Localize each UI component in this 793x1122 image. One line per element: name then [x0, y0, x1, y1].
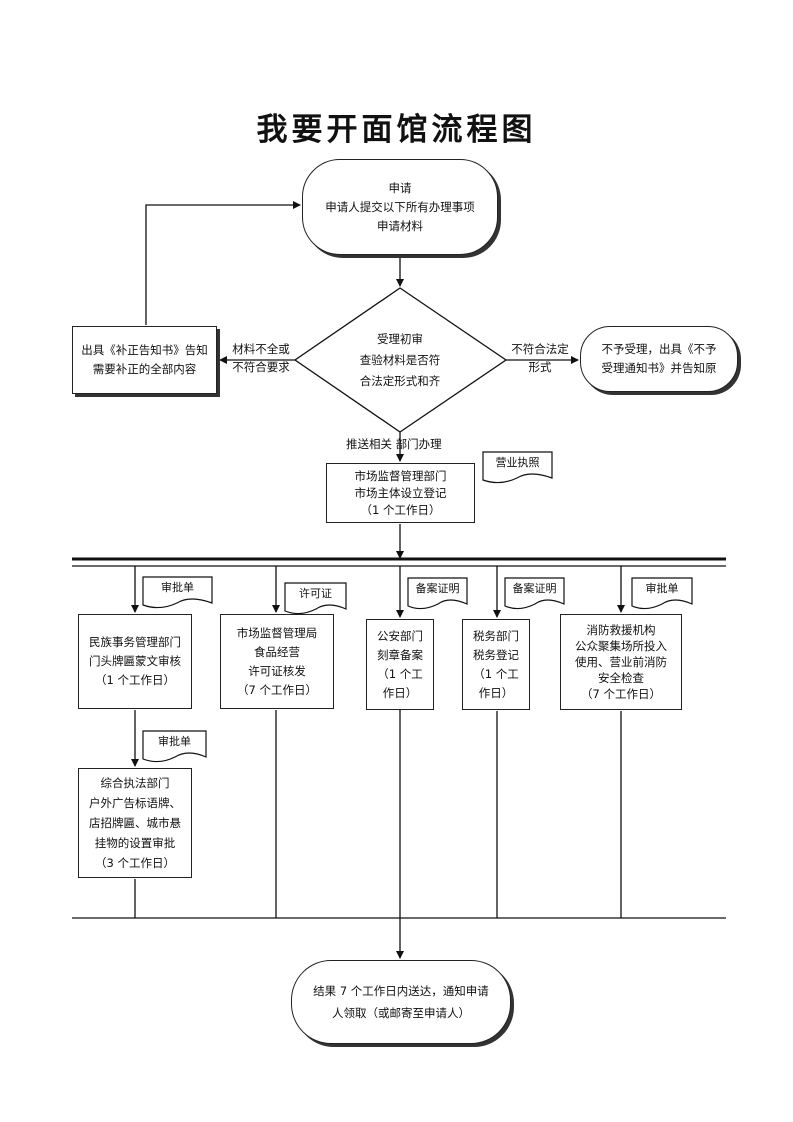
doc-dept-3: 备案证明 — [505, 578, 564, 604]
registration-line2: 市场主体设立登记 — [354, 485, 447, 500]
sub-line2: 户外广告标语牌、 — [89, 796, 181, 810]
dept1-line4: （7 个工作日） — [237, 682, 317, 697]
dept2-line3: （1 个工 — [377, 666, 423, 681]
edge-label-not-legal-form: 不符合法定 形式 — [506, 340, 574, 376]
dept4-line4: 安全检查 — [598, 671, 644, 685]
registration-line3: （1 个工作日） — [360, 502, 441, 517]
doc-shape-sub — [142, 730, 207, 763]
dept3-line3: （1 个工 — [473, 666, 519, 681]
dept3-line1: 税务部门 — [473, 628, 519, 643]
dept3-line2: 税务登记 — [473, 647, 519, 662]
dept-fire-rescue: 消防救援机构 公众聚集场所投入 使用、营业前消防 安全检查 （7 个工作日） — [560, 614, 682, 710]
dept-market-supervision: 市场监督管理局 食品经营 许可证核发 （7 个工作日） — [220, 614, 334, 709]
doc-shape-registration — [482, 451, 553, 484]
dept-tax: 税务部门 税务登记 （1 个工 作日） — [462, 619, 530, 710]
edge-left-line2: 不符合要求 — [232, 360, 290, 374]
sub-line4: 挂物的设置审批 — [94, 836, 176, 850]
start-line2: 申请人提交以下所有办理事项 — [325, 199, 475, 214]
edge-label-incomplete: 材料不全或 不符合要求 — [226, 340, 296, 376]
doc-dept-2: 备案证明 — [408, 578, 467, 604]
edge-label-push-depts: 推送相关 部门办理 — [346, 437, 442, 451]
doc-dept1-label: 许可证 — [299, 587, 332, 600]
doc-dept3-label: 备案证明 — [512, 582, 557, 595]
doc-sub-dept: 审批单 — [143, 731, 206, 757]
dept1-line3: 许可证核发 — [248, 663, 306, 678]
dept2-line1: 公安部门 — [377, 628, 423, 643]
doc-business-license-label: 营业执照 — [495, 456, 540, 469]
decision-line3: 合法定形式和齐 — [359, 374, 441, 388]
start-line1: 申请 — [388, 180, 412, 195]
sub-line5: （3 个工作日） — [95, 856, 175, 870]
dept0-line1: 民族事务管理部门 — [89, 635, 181, 649]
edge-left-line1: 材料不全或 — [232, 342, 290, 356]
doc-shape-dept-4 — [631, 577, 693, 610]
correction-box: 出具《补正告知书》告知 需要补正的全部内容 — [72, 326, 217, 394]
dept1-line2: 食品经营 — [254, 644, 300, 659]
doc-dept0-label: 审批单 — [161, 581, 194, 594]
doc-sub-label: 审批单 — [158, 735, 191, 748]
correction-line1: 出具《补正告知书》告知 — [81, 343, 208, 357]
registration-line1: 市场监督管理部门 — [354, 468, 447, 483]
doc-shape-dept-0 — [142, 576, 213, 609]
page-title: 我要开面馆流程图 — [256, 112, 537, 148]
result-line2: 人领取（或邮寄至申请人） — [332, 1006, 470, 1020]
decision-line2: 查验材料是否符 — [359, 353, 441, 367]
edge-right-line1: 不符合法定 — [511, 342, 569, 356]
dept2-line2: 刻章备案 — [377, 647, 423, 662]
registration-box: 市场监督管理部门 市场主体设立登记 （1 个工作日） — [326, 463, 475, 523]
decision-diamond — [293, 287, 508, 433]
dept0-line2: 门头牌匾蒙文审核 — [89, 654, 181, 668]
rejection-line1: 不予受理，出具《不予 — [601, 342, 717, 356]
dept-ethnic-affairs: 民族事务管理部门 门头牌匾蒙文审核 （1 个工作日） — [78, 614, 192, 709]
doc-dept4-label: 审批单 — [645, 582, 679, 595]
doc-shape-dept-3 — [504, 577, 565, 610]
rejection-terminal: 不予受理，出具《不予 受理通知书》并告知原 — [580, 326, 738, 392]
dept4-line5: （7 个工作日） — [581, 687, 661, 701]
dept-public-security: 公安部门 刻章备案 （1 个工 作日） — [366, 619, 434, 710]
doc-dept2-label: 备案证明 — [415, 582, 460, 595]
dept4-line1: 消防救援机构 — [586, 623, 656, 637]
decision-line1: 受理初审 — [377, 332, 423, 346]
correction-line2: 需要补正的全部内容 — [92, 362, 197, 376]
result-terminal: 结果 7 个工作日内送达，通知申请 人领取（或邮寄至申请人） — [291, 960, 511, 1044]
result-line1: 结果 7 个工作日内送达，通知申请 — [313, 984, 489, 998]
doc-dept-4: 审批单 — [632, 578, 692, 604]
edge-right-line2: 形式 — [528, 360, 552, 374]
sub-line1: 综合执法部门 — [100, 776, 170, 790]
doc-shape-dept-2 — [407, 577, 468, 610]
dept-comprehensive-enforcement: 综合执法部门 户外广告标语牌、 店招牌匾、城市悬 挂物的设置审批 （3 个工作日… — [78, 768, 192, 878]
doc-dept-0: 审批单 — [143, 577, 212, 603]
dept4-line2: 公众聚集场所投入 — [575, 639, 667, 653]
rejection-line2: 受理通知书》并告知原 — [601, 361, 717, 375]
dept2-line4: 作日） — [382, 685, 418, 700]
doc-dept-1: 许可证 — [285, 583, 346, 609]
decision-text: 受理初审 查验材料是否符 合法定形式和齐 — [330, 329, 470, 392]
sub-line3: 店招牌匾、城市悬 — [89, 816, 181, 830]
doc-shape-dept-1 — [284, 582, 347, 615]
dept0-line3: （1 个工作日） — [95, 673, 175, 687]
start-terminal: 申请 申请人提交以下所有办理事项 申请材料 — [302, 159, 498, 255]
dept4-line3: 使用、营业前消防 — [575, 655, 667, 669]
loop-correction-to-start — [145, 201, 301, 325]
dept1-line1: 市场监督管理局 — [236, 625, 318, 640]
start-line3: 申请材料 — [377, 218, 423, 233]
dept3-line4: 作日） — [478, 685, 514, 700]
doc-business-license: 营业执照 — [483, 452, 552, 478]
